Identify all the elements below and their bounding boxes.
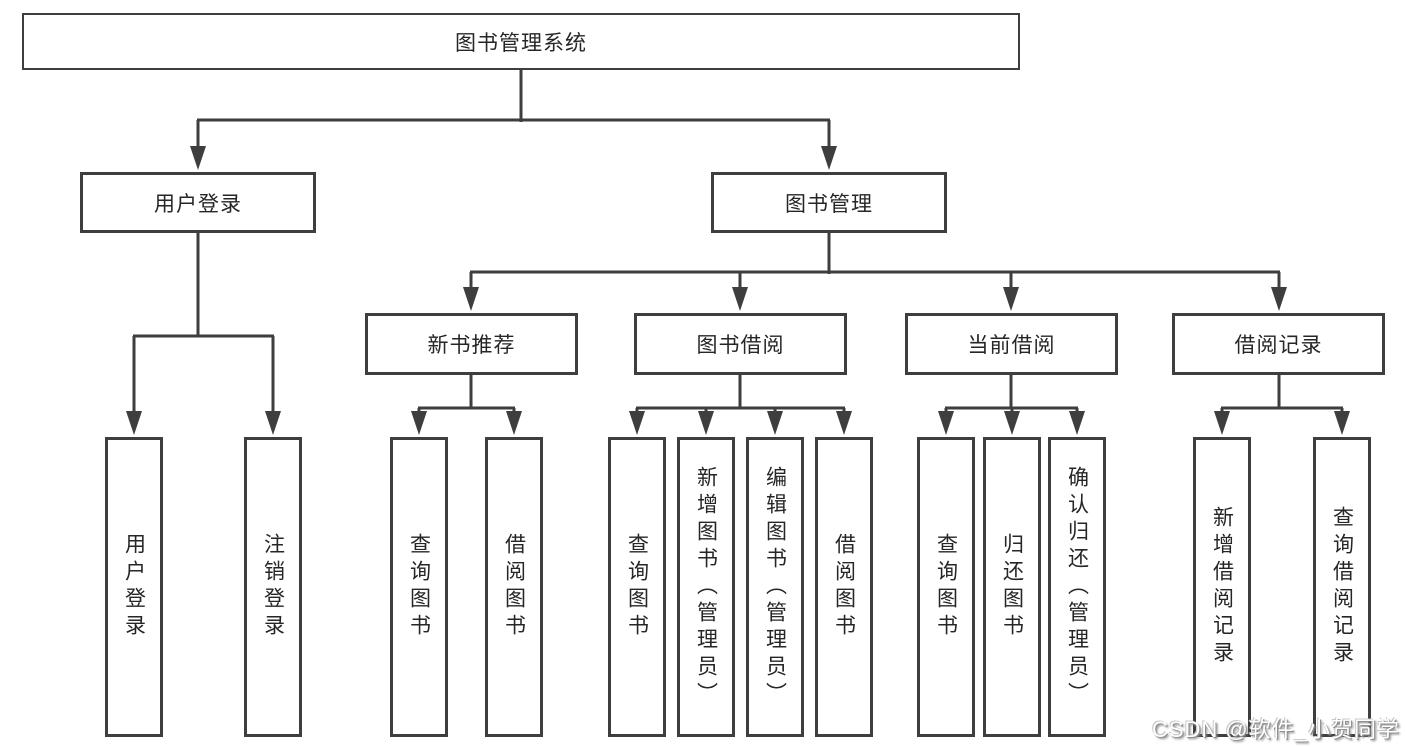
leaf-label: 归还图书 bbox=[1000, 533, 1024, 641]
leaf-borrowing-borrow-books: 借阅图书 bbox=[815, 437, 873, 737]
module-node-new-book-recommend: 新书推荐 bbox=[365, 313, 578, 375]
leaf-records-add-borrow-record: 新增借阅记录 bbox=[1193, 437, 1251, 737]
leaf-user-login: 用户登录 bbox=[105, 437, 163, 737]
leaf-label: 借阅图书 bbox=[502, 533, 526, 641]
module-node-borrow-records: 借阅记录 bbox=[1172, 313, 1385, 375]
module-node-book-borrowing: 图书借阅 bbox=[634, 313, 847, 375]
leaf-label: 用户登录 bbox=[122, 533, 146, 641]
leaf-current-query-books: 查询图书 bbox=[917, 437, 975, 737]
module-node-label: 借阅记录 bbox=[1234, 334, 1323, 357]
leaf-newbook-query-books: 查询图书 bbox=[390, 437, 448, 737]
branch-node-book-management: 图书管理 bbox=[711, 172, 947, 233]
branch-node-label: 用户登录 bbox=[154, 192, 242, 216]
leaf-label: 查询图书 bbox=[625, 533, 649, 641]
leaf-borrowing-query-books: 查询图书 bbox=[608, 437, 666, 737]
leaf-logout: 注销登录 bbox=[244, 437, 302, 737]
leaf-current-return-books: 归还图书 bbox=[983, 437, 1041, 737]
leaf-label: 查询图书 bbox=[407, 533, 431, 641]
root-node-label: 图书管理系统 bbox=[455, 31, 587, 55]
branch-node-label: 图书管理 bbox=[785, 192, 873, 216]
module-node-label: 图书借阅 bbox=[696, 334, 785, 357]
leaf-label: 确认归还（管理员） bbox=[1065, 465, 1089, 709]
branch-node-user-login: 用户登录 bbox=[80, 172, 316, 233]
leaf-label: 新增借阅记录 bbox=[1210, 506, 1234, 668]
csdn-watermark: CSDN @软件_小贺同学 bbox=[1151, 717, 1400, 742]
leaf-borrowing-add-books-admin: 新增图书（管理员） bbox=[677, 437, 735, 737]
leaf-label: 编辑图书（管理员） bbox=[763, 465, 787, 709]
arrowheads bbox=[126, 146, 1350, 435]
module-node-current-borrowing: 当前借阅 bbox=[905, 313, 1118, 375]
leaf-newbook-borrow-books: 借阅图书 bbox=[485, 437, 543, 737]
module-node-label: 当前借阅 bbox=[967, 334, 1056, 357]
leaf-current-confirm-return-admin: 确认归还（管理员） bbox=[1048, 437, 1106, 737]
leaf-label: 查询借阅记录 bbox=[1330, 506, 1354, 668]
leaf-borrowing-edit-books-admin: 编辑图书（管理员） bbox=[746, 437, 804, 737]
root-node-library-system: 图书管理系统 bbox=[22, 13, 1020, 70]
leaf-label: 借阅图书 bbox=[832, 533, 856, 641]
leaf-label: 查询图书 bbox=[934, 533, 958, 641]
leaf-label: 注销登录 bbox=[261, 533, 285, 641]
leaf-records-query-borrow-record: 查询借阅记录 bbox=[1313, 437, 1371, 737]
leaf-label: 新增图书（管理员） bbox=[694, 465, 718, 709]
module-node-label: 新书推荐 bbox=[427, 334, 516, 357]
